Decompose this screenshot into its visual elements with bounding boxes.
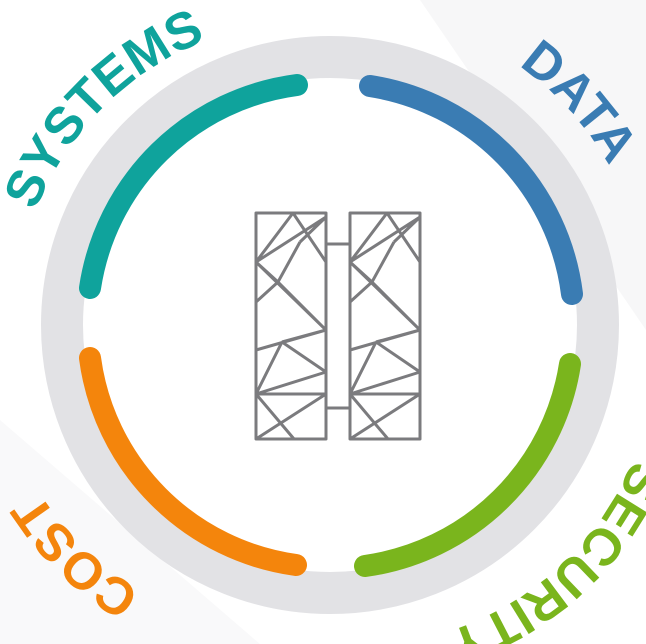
data-arc [359,75,583,305]
cost-arc [79,347,307,576]
outer-ring [41,36,619,614]
split-panel-structure-icon [254,211,422,441]
security-arc [354,353,581,577]
systems-arc [79,74,308,299]
